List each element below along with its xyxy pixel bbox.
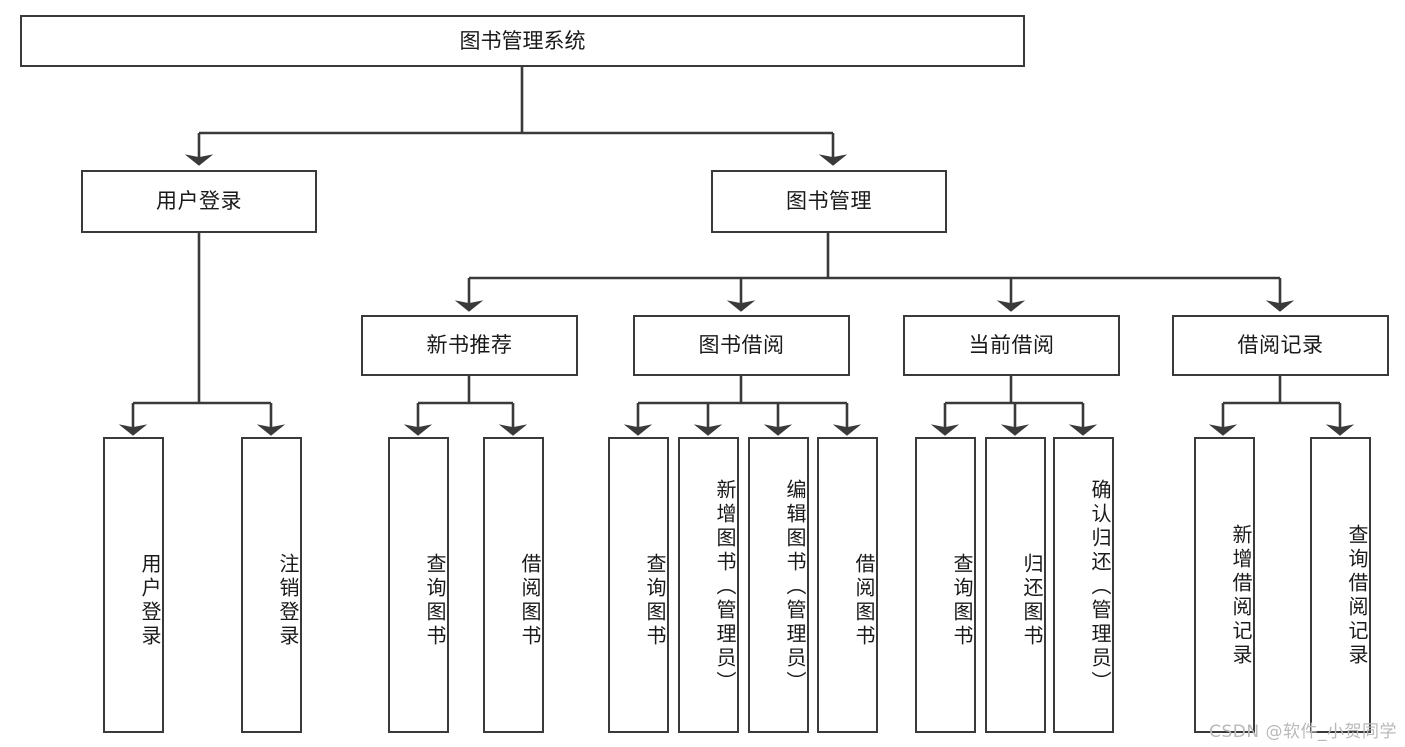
node-label: 用户登录 xyxy=(156,189,242,214)
leaf-query-book-2[interactable]: 查询图书 xyxy=(608,437,669,733)
node-label: 查询借阅记录 xyxy=(1345,524,1369,668)
node-label: 用户登录 xyxy=(138,553,162,649)
node-label: 当前借阅 xyxy=(968,333,1055,358)
node-label: 图书管理 xyxy=(786,189,872,214)
node-label: 新书推荐 xyxy=(426,333,513,358)
node-book-manage[interactable]: 图书管理 xyxy=(711,170,947,233)
node-label: 借阅记录 xyxy=(1237,333,1324,358)
leaf-query-record[interactable]: 查询借阅记录 xyxy=(1310,437,1371,733)
node-user-login[interactable]: 用户登录 xyxy=(81,170,317,233)
node-new-book-recommend[interactable]: 新书推荐 xyxy=(361,315,578,376)
leaf-edit-book[interactable]: 编辑图书（管理员） xyxy=(748,437,809,733)
leaf-return-book[interactable]: 归还图书 xyxy=(985,437,1046,733)
leaf-add-book[interactable]: 新增图书（管理员） xyxy=(678,437,739,733)
watermark-text: CSDN @软件_小贺同学 xyxy=(1209,722,1397,742)
leaf-confirm-return[interactable]: 确认归还（管理员） xyxy=(1053,437,1114,733)
node-label: 归还图书 xyxy=(1020,553,1044,649)
node-borrow-record[interactable]: 借阅记录 xyxy=(1172,315,1389,376)
node-label: 查询图书 xyxy=(423,553,447,649)
node-label: 查询图书 xyxy=(643,553,667,649)
node-current-borrow[interactable]: 当前借阅 xyxy=(903,315,1120,376)
node-book-borrow[interactable]: 图书借阅 xyxy=(633,315,850,376)
node-label: 查询图书 xyxy=(950,553,974,649)
node-label: 借阅图书 xyxy=(852,553,876,649)
node-label: 图书管理系统 xyxy=(459,28,586,53)
node-label: 注销登录 xyxy=(276,553,300,649)
node-root-book-management-system[interactable]: 图书管理系统 xyxy=(20,15,1025,67)
node-label: 借阅图书 xyxy=(518,553,542,649)
leaf-query-book-3[interactable]: 查询图书 xyxy=(915,437,976,733)
leaf-borrow-book-2[interactable]: 借阅图书 xyxy=(817,437,878,733)
leaf-user-logout[interactable]: 注销登录 xyxy=(241,437,302,733)
node-label: 新增图书（管理员） xyxy=(713,479,737,695)
leaf-user-login[interactable]: 用户登录 xyxy=(103,437,164,733)
leaf-add-record[interactable]: 新增借阅记录 xyxy=(1194,437,1255,733)
node-label: 图书借阅 xyxy=(698,333,785,358)
node-label: 确认归还（管理员） xyxy=(1088,479,1112,695)
node-label: 编辑图书（管理员） xyxy=(783,479,807,695)
leaf-query-book-1[interactable]: 查询图书 xyxy=(388,437,449,733)
leaf-borrow-book-1[interactable]: 借阅图书 xyxy=(483,437,544,733)
node-label: 新增借阅记录 xyxy=(1229,524,1253,668)
